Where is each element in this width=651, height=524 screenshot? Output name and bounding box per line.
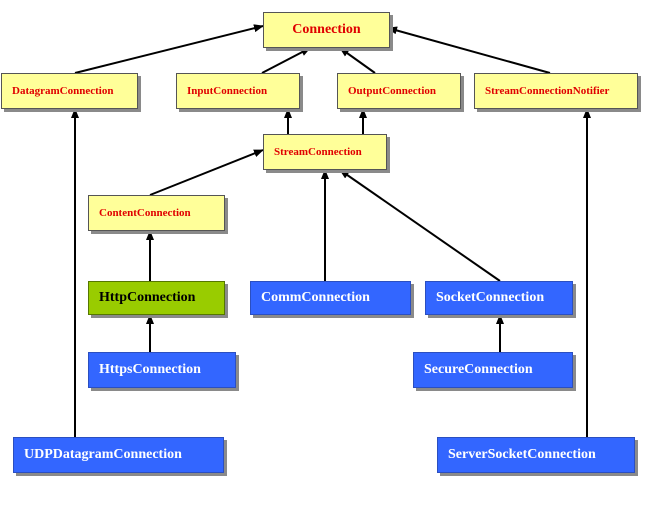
http-connection-label: HttpConnection: [99, 290, 196, 305]
stream-connection-notifier-label: StreamConnectionNotifier: [485, 85, 610, 97]
comm-connection-label: CommConnection: [261, 290, 370, 305]
https-connection-node: HttpsConnection: [88, 352, 236, 388]
output-connection-label: OutputConnection: [348, 85, 437, 97]
edge-stream-connection-notifier-to-connection: [387, 26, 551, 74]
input-connection-label: InputConnection: [187, 85, 268, 97]
socket-connection-node: SocketConnection: [425, 281, 573, 315]
edge-socket-connection-to-stream-connection: [339, 169, 501, 282]
input-connection-node: InputConnection: [176, 73, 300, 109]
stream-connection-notifier-node: StreamConnectionNotifier: [474, 73, 638, 109]
https-connection-label: HttpsConnection: [99, 362, 201, 377]
comm-connection-node: CommConnection: [250, 281, 411, 315]
stream-connection-node: StreamConnection: [263, 134, 387, 170]
socket-connection-label: SocketConnection: [436, 290, 545, 305]
http-connection-node: HttpConnection: [88, 281, 225, 315]
stream-connection-label: StreamConnection: [274, 146, 362, 158]
datagram-connection-node: DatagramConnection: [1, 73, 138, 109]
server-socket-connection-node: ServerSocketConnection: [437, 437, 635, 473]
secure-connection-node: SecureConnection: [413, 352, 573, 388]
edge-output-connection-to-connection: [339, 47, 376, 74]
edge-content-connection-to-stream-connection: [149, 149, 264, 196]
edge-input-connection-to-connection: [261, 47, 311, 74]
content-connection-label: ContentConnection: [99, 207, 191, 219]
server-socket-connection-label: ServerSocketConnection: [448, 447, 596, 462]
secure-connection-label: SecureConnection: [424, 362, 533, 377]
connection-label: Connection: [292, 22, 361, 37]
udp-datagram-connection-node: UDPDatagramConnection: [13, 437, 224, 473]
datagram-connection-label: DatagramConnection: [12, 85, 114, 97]
edge-datagram-connection-to-connection: [74, 24, 264, 74]
connection-node: Connection: [263, 12, 390, 48]
output-connection-node: OutputConnection: [337, 73, 461, 109]
content-connection-node: ContentConnection: [88, 195, 225, 231]
udp-datagram-connection-label: UDPDatagramConnection: [24, 447, 182, 462]
